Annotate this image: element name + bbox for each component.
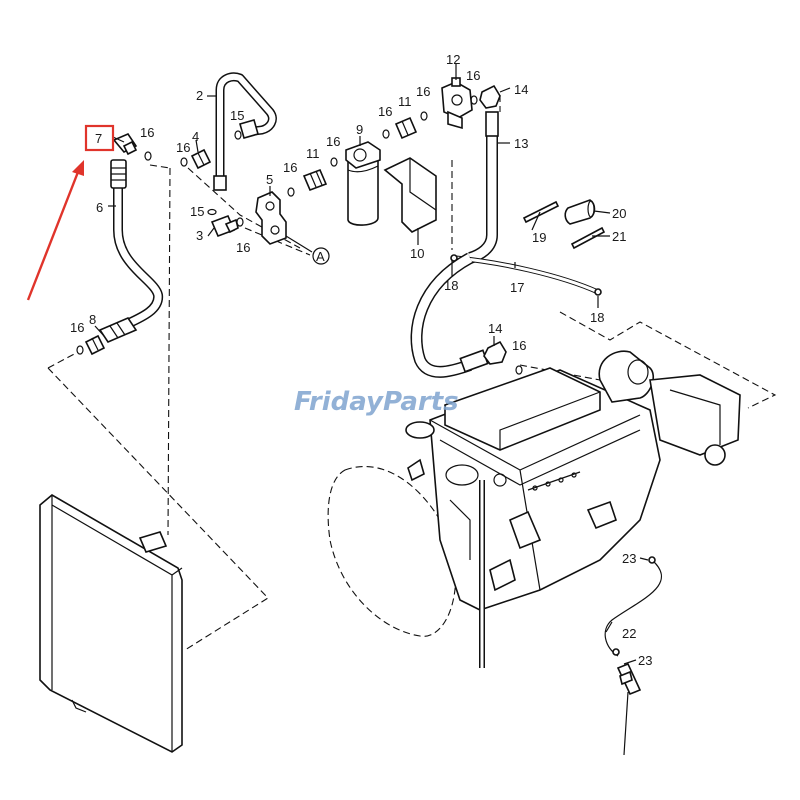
label-part-6: 6 [96,200,103,215]
fitting-3 [210,214,239,238]
label-part-2: 2 [196,88,203,103]
label-part-11-upper: 11 [398,94,412,109]
label-part-16-f: 16 [326,134,340,149]
label-part-18-a: 18 [444,278,458,293]
label-part-16-j: 16 [512,338,526,353]
fitting-11-lower [302,168,328,192]
fitting-11-upper [394,116,418,140]
label-part-11-lower: 11 [306,146,320,161]
label-part-19: 19 [532,230,546,245]
valve-12 [441,77,473,130]
reference-marker-text: A [316,249,325,264]
label-part-3: 3 [196,228,203,243]
engine [327,350,741,668]
label-part-4: 4 [192,129,199,144]
pin-21 [570,226,606,250]
label-part-16-i: 16 [466,68,480,83]
label-part-23-a: 23 [622,551,636,566]
hose-6 [98,159,164,343]
label-part-16-d: 16 [236,240,250,255]
sensor-line-22 [604,556,662,756]
label-part-16-e: 16 [283,160,297,175]
watermark-logo: FridayParts [294,387,459,417]
label-part-16-g: 16 [378,104,392,119]
elbow-14-upper [479,84,501,109]
label-leaders [94,64,649,665]
sleeve-20 [564,199,596,225]
label-part-17: 17 [510,280,524,295]
label-part-5: 5 [266,172,273,187]
label-part-14-upper: 14 [514,82,528,97]
label-part-20: 20 [612,206,626,221]
elbow-14-lower [483,340,507,365]
label-part-16-c: 16 [70,320,84,335]
label-part-16-h: 16 [416,84,430,99]
label-part-15-lower: 15 [190,204,204,219]
highlight-arrow [26,171,80,301]
highlight-annotation [26,124,115,301]
bracket-10 [383,157,437,233]
label-part-21: 21 [612,229,626,244]
hose-13 [468,111,499,264]
pin-19 [522,200,560,224]
dashed-leaders [47,95,777,651]
fitting-7 [112,133,138,156]
label-part-16-a: 16 [140,125,154,140]
label-part-14-lower: 14 [488,321,502,336]
fitting-4 [190,148,212,170]
label-part-8: 8 [89,312,96,327]
highlight-box [84,124,115,152]
filter-9 [345,141,381,226]
label-part-16-b: 16 [176,140,190,155]
label-part-22: 22 [622,626,636,641]
label-part-9: 9 [356,122,363,137]
hose-17 [450,254,602,296]
label-part-7: 7 [95,131,102,146]
arrow-head-icon [72,160,84,176]
label-part-13: 13 [514,136,528,151]
label-part-10: 10 [410,246,424,261]
part-labels: 2 3 4 5 6 7 8 9 10 11 11 12 13 14 14 15 … [70,52,652,668]
hose-lower [410,252,489,378]
label-part-15-upper: 15 [230,108,244,123]
label-part-18-b: 18 [590,310,604,325]
pipe-2 [213,72,277,191]
radiator [39,494,183,753]
fitting-8 [84,334,106,356]
label-part-23-b: 23 [638,653,652,668]
reference-marker-a: A [285,235,330,265]
valve-5 [255,191,287,245]
label-part-12: 12 [446,52,460,67]
